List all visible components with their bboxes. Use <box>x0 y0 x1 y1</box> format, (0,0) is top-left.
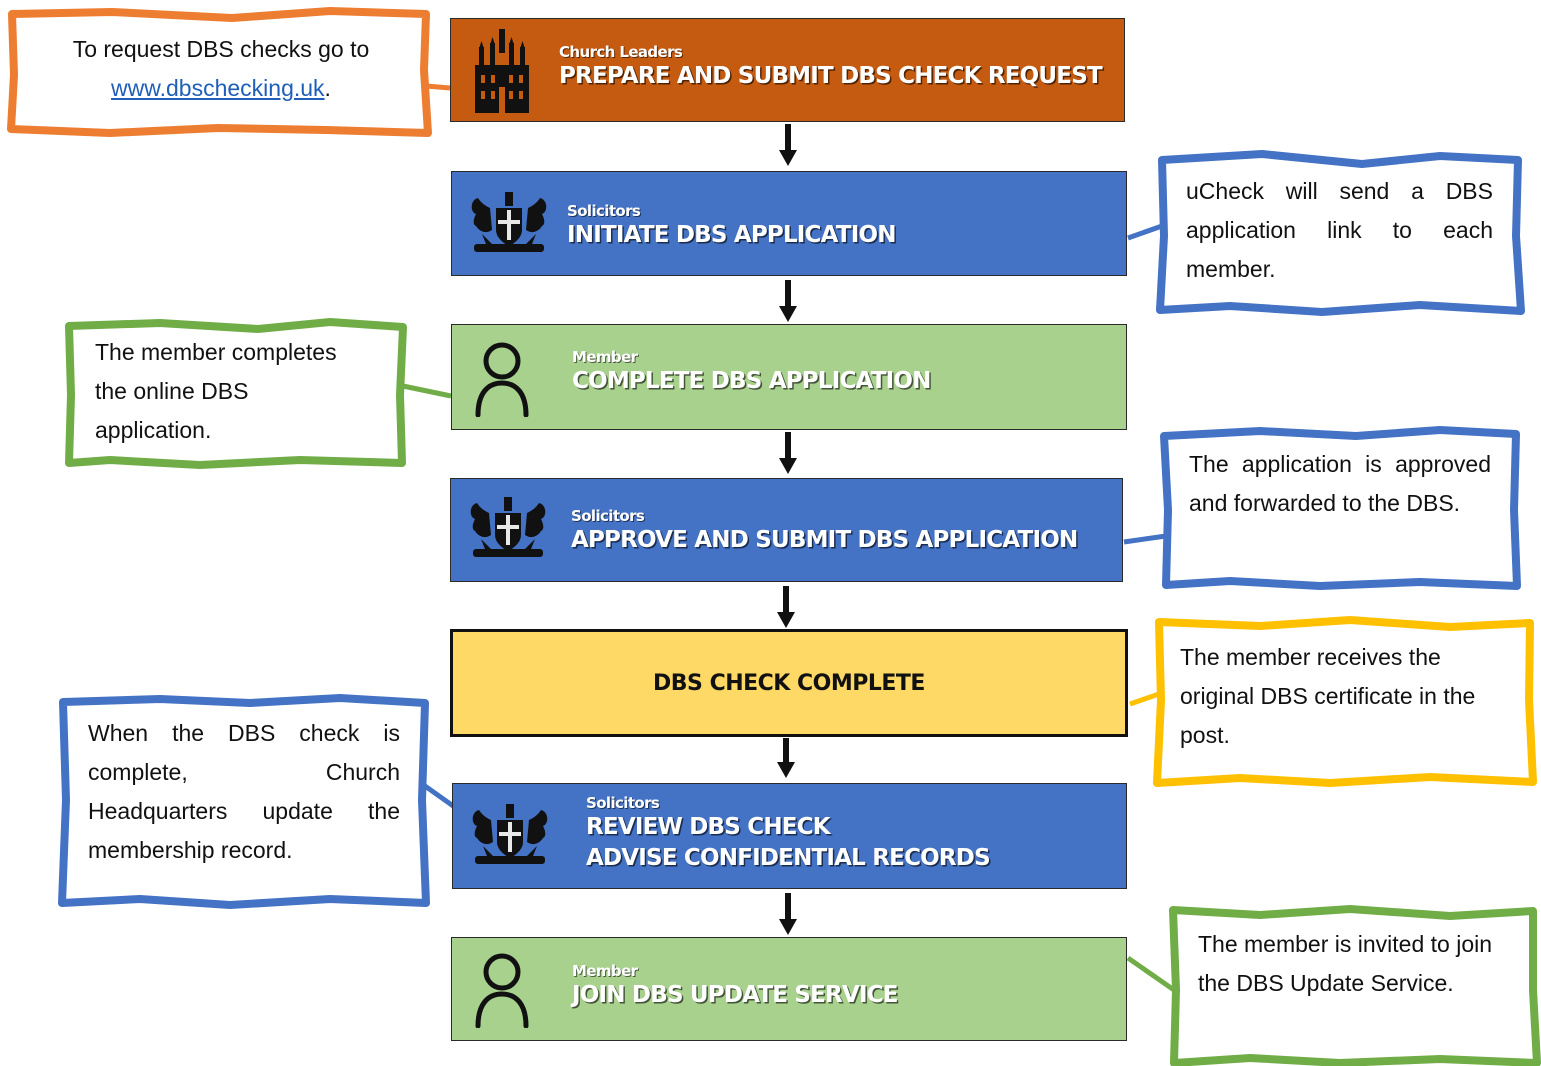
flow-arrow <box>776 738 796 784</box>
person-icon <box>475 342 529 417</box>
flow-arrow <box>778 432 798 480</box>
step-title-line-1: REVIEW DBS CHECK <box>586 814 831 840</box>
step-title: JOIN DBS UPDATE SERVICE <box>572 982 899 1008</box>
certificate-note-border <box>1153 616 1537 787</box>
step-title: PREPARE AND SUBMIT DBS CHECK REQUEST <box>559 63 1103 89</box>
initiate-note: uCheck will send a DBS application link … <box>1186 172 1493 289</box>
flow-arrow <box>778 893 798 941</box>
review-note-text: When the DBS check is complete, Church H… <box>88 720 400 863</box>
update-note-border <box>1169 905 1541 1066</box>
update-note-text: The member is invited to join the DBS Up… <box>1198 931 1493 996</box>
step-complete-application: Member COMPLETE DBS APPLICATION <box>451 324 1127 430</box>
approve-note-border <box>1160 426 1521 590</box>
step-review-check: Solicitors REVIEW DBS CHECK ADVISE CONFI… <box>452 783 1127 889</box>
update-note-connector <box>1126 955 1176 993</box>
flow-arrow <box>778 124 798 172</box>
review-note-connector <box>423 783 458 811</box>
coat-of-arms-icon <box>472 804 548 864</box>
flow-arrow <box>778 280 798 328</box>
temple-icon <box>475 29 529 113</box>
flow-arrow <box>776 586 796 634</box>
step-check-complete: DBS CHECK COMPLETE <box>450 629 1128 737</box>
step-role: Solicitors <box>586 794 660 812</box>
initiate-note-text: uCheck will send a DBS application link … <box>1186 178 1493 282</box>
request-note-text: To request DBS checks go to <box>72 36 370 62</box>
step-prepare-request: Church Leaders PREPARE AND SUBMIT DBS CH… <box>450 18 1125 122</box>
initiate-note-connector <box>1127 223 1163 241</box>
step-approve-submit: Solicitors APPROVE AND SUBMIT DBS APPLIC… <box>450 478 1123 582</box>
step-role: Member <box>572 962 638 980</box>
step-initiate-application: Solicitors INITIATE DBS APPLICATION <box>451 171 1127 276</box>
update-note: The member is invited to join the DBS Up… <box>1198 925 1508 1003</box>
coat-of-arms-icon <box>471 192 547 252</box>
complete-note: The member completes the online DBS appl… <box>95 333 357 450</box>
step-title: INITIATE DBS APPLICATION <box>567 222 897 248</box>
request-note-period: . <box>324 75 331 101</box>
approve-note: The application is approved and forwarde… <box>1189 445 1491 523</box>
certificate-note-text: The member receives the original DBS cer… <box>1180 644 1476 748</box>
step-title: COMPLETE DBS APPLICATION <box>572 368 931 394</box>
review-note: When the DBS check is complete, Church H… <box>88 714 400 870</box>
request-note-connector <box>425 83 451 91</box>
step-role: Solicitors <box>571 507 645 525</box>
step-title: APPROVE AND SUBMIT DBS APPLICATION <box>571 527 1078 553</box>
request-note-border <box>7 7 432 137</box>
step-title-line-2: ADVISE CONFIDENTIAL RECORDS <box>586 845 991 871</box>
complete-note-text: The member completes the online DBS appl… <box>95 339 337 443</box>
person-icon <box>475 953 529 1028</box>
step-role: Church Leaders <box>559 43 683 61</box>
request-note: To request DBS checks go to www.dbscheck… <box>26 30 416 108</box>
initiate-note-border <box>1156 150 1525 316</box>
step-role: Member <box>572 348 638 366</box>
step-join-update-service: Member JOIN DBS UPDATE SERVICE <box>451 937 1127 1041</box>
complete-note-border <box>65 318 407 469</box>
approve-note-connector <box>1123 533 1167 545</box>
step-role: Solicitors <box>567 202 641 220</box>
approve-note-text: The application is approved and forwarde… <box>1189 451 1491 516</box>
step-title: DBS CHECK COMPLETE <box>653 670 925 696</box>
review-note-border <box>58 694 430 909</box>
complete-note-connector <box>402 383 452 399</box>
dbschecking-link[interactable]: www.dbschecking.uk <box>111 75 325 101</box>
certificate-note-connector <box>1129 691 1160 707</box>
certificate-note: The member receives the original DBS cer… <box>1180 638 1500 755</box>
coat-of-arms-icon <box>470 497 546 557</box>
